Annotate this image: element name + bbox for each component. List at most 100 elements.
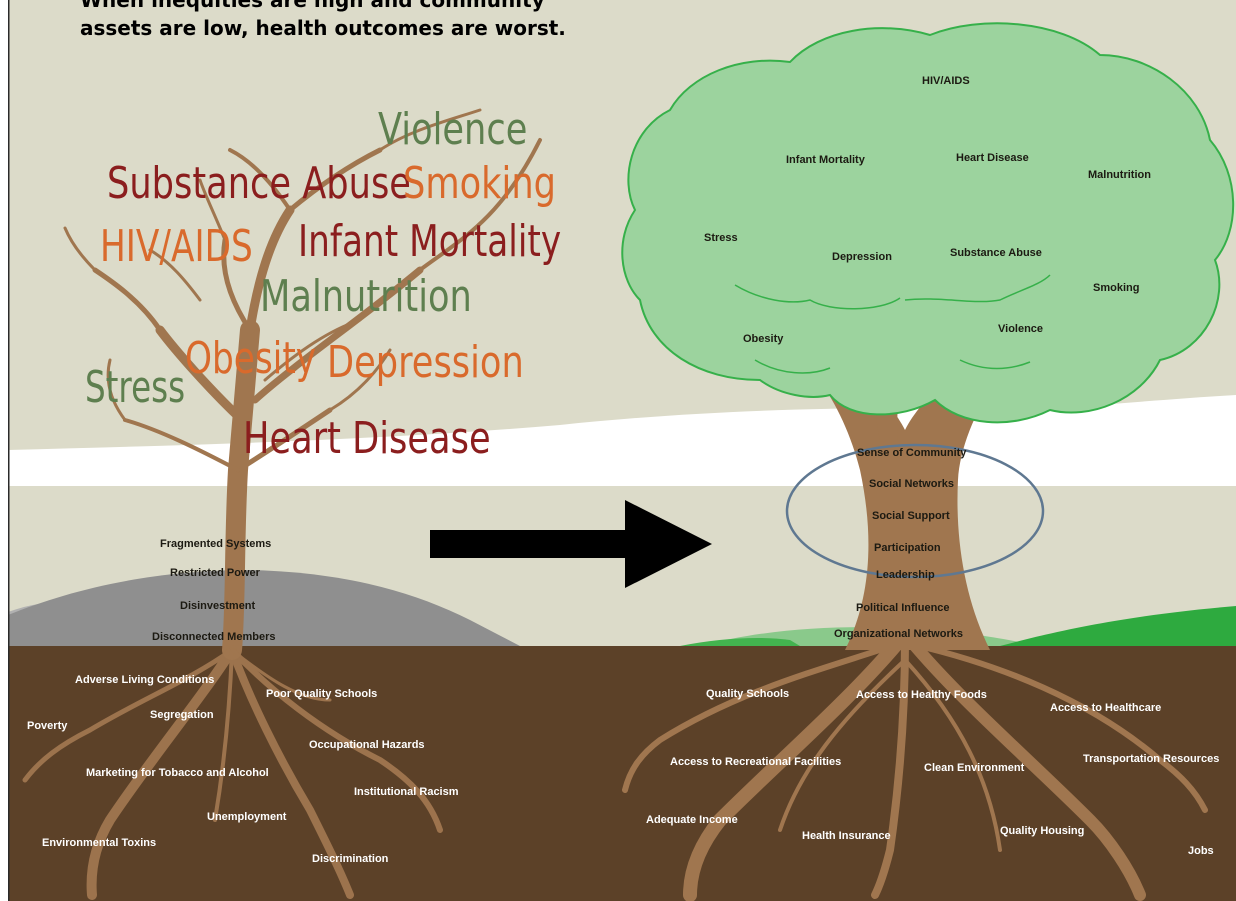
right-trunk [810, 345, 1015, 650]
right-trunk-label: Social Networks [869, 478, 954, 490]
left-root-label: Segregation [150, 709, 214, 721]
left-branch-14 [198, 178, 227, 242]
green-hill [1000, 606, 1236, 646]
left-branch-7 [251, 266, 424, 404]
soil-ground [8, 646, 1236, 901]
right-root-label: Access to Healthcare [1050, 702, 1162, 714]
right-root-1 [683, 633, 907, 901]
right-trunk-label: Participation [874, 542, 941, 554]
right-root-label: Quality Housing [1000, 825, 1085, 837]
left-trunk-label: Disconnected Members [152, 631, 276, 643]
right-root-label: Access to Healthy Foods [856, 689, 987, 701]
left-branch-1 [155, 325, 247, 425]
left-branch-5 [228, 148, 292, 212]
left-outcome-malnutrition: Malnutrition [260, 271, 472, 322]
right-root-label: Health Insurance [802, 830, 891, 842]
left-outcome-substance-abuse: Substance Abuse [107, 158, 411, 209]
right-root-label: Transportation Resources [1083, 753, 1220, 765]
left-root-label: Poor Quality Schools [266, 688, 378, 700]
left-branch-8 [418, 138, 542, 272]
grey-hill [8, 570, 520, 646]
right-root-label: Jobs [1188, 845, 1214, 857]
highlight-ellipse [785, 443, 1045, 579]
canopy-label: Depression [832, 251, 892, 263]
contour-3 [754, 359, 831, 374]
right-root-label: Access to Recreational Facilities [670, 756, 842, 768]
canopy-label: Substance Abuse [950, 247, 1042, 259]
canopy-label: Malnutrition [1088, 169, 1151, 181]
left-branch-16 [148, 248, 202, 302]
left-root-label: Poverty [27, 720, 68, 732]
left-branch-9 [378, 108, 482, 152]
left-root-label: Marketing for Tobacco and Alcohol [86, 767, 269, 779]
left-root-label: Unemployment [207, 811, 287, 823]
left-branch-15 [63, 226, 97, 272]
left-trunk-label: Restricted Power [170, 567, 260, 579]
left-tree [63, 108, 542, 660]
right-root-5 [912, 642, 1208, 813]
canopy-contours [734, 274, 1051, 374]
right-trunk-label: Organizational Networks [834, 628, 963, 640]
left-root-label: Discrimination [312, 853, 389, 865]
left-root-label: Environmental Toxins [42, 837, 157, 849]
frame-left-line [8, 0, 10, 901]
green-hill-mid [680, 638, 800, 646]
headline-line-1: When inequities are high and community [80, 0, 545, 12]
right-trunk-label: Leadership [876, 569, 935, 581]
right-canopy [621, 22, 1235, 424]
right-root-4 [622, 642, 898, 793]
left-root-label: Adverse Living Conditions [75, 674, 215, 686]
right-roots [622, 633, 1208, 901]
arrow-head [625, 500, 712, 588]
left-branch-13 [328, 348, 392, 412]
left-outcome-obesity: Obesity [185, 333, 317, 384]
left-branch-6 [221, 237, 253, 333]
right-root-7 [778, 658, 907, 832]
left-outcome-heart-disease: Heart Disease [243, 413, 491, 464]
left-trunk-label: Fragmented Systems [160, 538, 272, 550]
left-outcome-depression: Depression [327, 337, 524, 388]
left-roots [22, 645, 443, 900]
canopy-label: Obesity [743, 333, 784, 345]
contour-2 [904, 274, 1051, 303]
left-root-2 [228, 646, 354, 899]
left-branch-2 [92, 267, 163, 333]
left-branch-4 [287, 147, 383, 213]
right-root-3 [871, 636, 909, 899]
left-outcome-smoking: Smoking [403, 158, 556, 209]
right-root-label: Adequate Income [646, 814, 738, 826]
canopy-label: Stress [704, 232, 738, 244]
right-trunk-label: Social Support [872, 510, 950, 522]
left-root-label: Occupational Hazards [309, 739, 425, 751]
headline: When inequities are high and community a… [80, 0, 566, 42]
left-outcome-stress: Stress [85, 362, 186, 413]
canopy-label: Smoking [1093, 282, 1140, 294]
contour-1 [734, 284, 901, 310]
left-root-3 [229, 647, 443, 833]
right-root-2 [904, 634, 1146, 901]
left-branch-12 [106, 358, 127, 422]
left-branch-10 [235, 407, 333, 473]
headline-line-2: assets are low, health outcomes are wors… [80, 16, 566, 40]
right-trunk-label: Political Influence [856, 602, 950, 614]
right-root-label: Quality Schools [706, 688, 790, 700]
arrow [430, 500, 712, 588]
contour-4 [959, 359, 1031, 370]
right-trunk-label: Sense of Community [857, 447, 967, 459]
left-root-4 [22, 647, 235, 783]
left-trunk-label: Disinvestment [180, 600, 256, 612]
left-root-label: Institutional Racism [354, 786, 459, 798]
left-branch-17 [263, 318, 362, 382]
canopy-label: Heart Disease [956, 152, 1029, 164]
canopy-label: Violence [998, 323, 1044, 335]
canopy-label: HIV/AIDS [922, 75, 970, 87]
left-branch-3 [245, 205, 295, 335]
left-root-5 [213, 648, 234, 822]
left-outcome-hiv-aids: HIV/AIDS [100, 221, 253, 272]
left-outcome-infant-mortality: Infant Mortality [298, 216, 562, 267]
left-outcome-violence: Violence [378, 104, 528, 155]
right-root-6 [903, 658, 1002, 852]
canopy-label: Infant Mortality [786, 154, 865, 166]
